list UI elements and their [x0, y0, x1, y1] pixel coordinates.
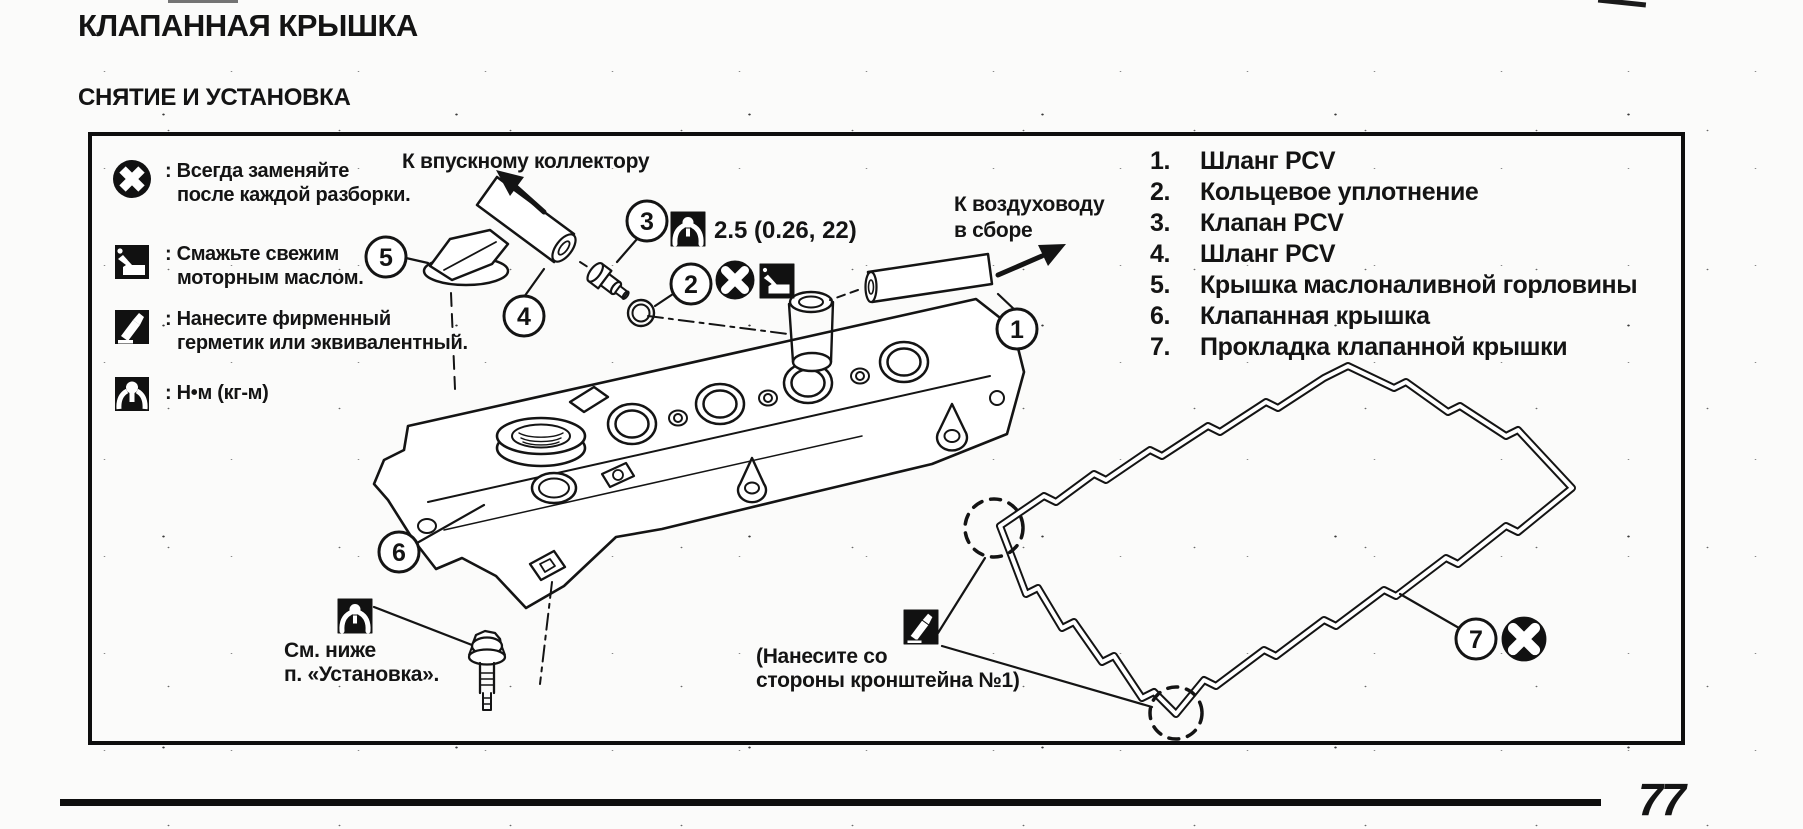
sealant-icon: [903, 609, 939, 645]
callout-number: 3: [640, 208, 654, 236]
torque-icon: [338, 599, 372, 633]
pcv-valve-drawing: [586, 261, 630, 300]
oil-icon: [759, 263, 795, 299]
legend-text: : Н•м (кг-м): [165, 381, 269, 414]
part-label: Шланг PCV: [1200, 147, 1336, 175]
legend-text: : Нанесите фирменный герметик или эквива…: [165, 307, 468, 355]
bolt-drawing: [467, 629, 507, 711]
pcv-hose-4-drawing: [475, 175, 595, 272]
bracket-tab: [568, 385, 610, 414]
pcv-hose-1-drawing: [829, 252, 994, 304]
part-label: Клапанная крышка: [1200, 302, 1430, 330]
callout-7: 7: [1454, 617, 1498, 661]
sealant-point-circle: [1148, 685, 1204, 741]
callout-6: 6: [377, 530, 421, 574]
filler-neck: [495, 416, 587, 468]
replace-icon: [716, 261, 754, 299]
torque-value: 2.5 (0.26, 22): [714, 217, 857, 244]
legend-line: : Смажьте свежим: [165, 243, 339, 265]
assembly-axis-line: [647, 315, 789, 335]
o-ring-drawing: [626, 298, 656, 328]
legend-text: : Смажьте свежим моторным маслом.: [165, 242, 364, 290]
part-row: 2. Кольцевое уплотнение: [1150, 177, 1637, 208]
see-below-label-2: п. «Установка».: [284, 663, 439, 686]
torque-icon: [671, 212, 705, 246]
scan-artifact: [168, 0, 238, 3]
legend-text: : Всегда заменяйте после каждой разборки…: [165, 159, 411, 207]
gasket-drawing: [996, 362, 1576, 718]
part-label: Клапан PCV: [1200, 209, 1344, 237]
part-number: 3.: [1150, 209, 1171, 237]
assembly-dash-line: [450, 292, 456, 390]
legend-item-torque: : Н•м (кг-м): [112, 374, 269, 414]
legend-item-replace: : Всегда заменяйте после каждой разборки…: [112, 159, 411, 207]
to-intake-label: К впускному коллектору: [402, 150, 650, 173]
callout-3: 3: [625, 199, 669, 243]
bolt-bosses: [668, 367, 870, 427]
legend-line: герметик или эквивалентный.: [177, 332, 468, 354]
scan-artifact: [1597, 0, 1647, 8]
to-air-duct-label-1: К воздуховоду: [954, 193, 1105, 216]
diagram-frame: : Всегда заменяйте после каждой разборки…: [88, 132, 1685, 745]
legend-line: : Нанесите фирменный: [165, 308, 391, 330]
section-title: СНЯТИЕ И УСТАНОВКА: [78, 84, 351, 111]
apply-note-label-2: стороны кронштейна №1): [756, 669, 1020, 692]
part-number: 2.: [1150, 178, 1171, 206]
valve-cover-drawing: [372, 290, 1026, 610]
part-label: Кольцевое уплотнение: [1200, 178, 1479, 206]
callout-1: 1: [995, 307, 1039, 351]
callout-number: 4: [517, 303, 531, 331]
parts-list: 1. Шланг PCV 2. Кольцевое уплотнение 3. Кла…: [1150, 146, 1638, 363]
legend-line: : Всегда заменяйте: [165, 160, 350, 182]
replace-icon: [1502, 617, 1546, 661]
part-number: 5.: [1150, 271, 1171, 299]
legend-line: после каждой разборки.: [177, 184, 411, 206]
part-row: 1. Шланг PCV: [1150, 146, 1637, 177]
part-number: 7.: [1150, 333, 1171, 361]
part-row: 5. Крышка маслоналивной горловины: [1150, 270, 1638, 301]
sealant-point-circle: [963, 497, 1025, 559]
legend-line: моторным маслом.: [177, 267, 364, 289]
part-label: Прокладка клапанной крышки: [1200, 333, 1568, 361]
to-air-duct-label-2: в сборе: [954, 219, 1032, 242]
breather-elbow: [787, 290, 835, 373]
page-number: 77: [1638, 774, 1686, 825]
footer-rule: [60, 799, 1601, 806]
callout-2: 2: [669, 262, 713, 306]
callout-number: 6: [392, 539, 406, 567]
assembly-dash-line: [539, 581, 553, 685]
page-title: КЛАПАННАЯ КРЫШКА: [78, 8, 418, 43]
legend-item-oil: : Смажьте свежим моторным маслом.: [112, 242, 364, 290]
part-number: 4.: [1150, 240, 1171, 268]
callout-number: 1: [1010, 316, 1024, 344]
callout-4: 4: [502, 294, 546, 338]
exploded-view-drawing: 1 2 3 4 5 6 7 К впускному коллектору К в…: [284, 150, 1576, 741]
part-row: 4. Шланг PCV: [1150, 239, 1637, 270]
part-number: 1.: [1150, 147, 1171, 175]
legend-item-sealant: : Нанесите фирменный герметик или эквива…: [112, 307, 468, 355]
to-air-duct-arrow: [995, 244, 1066, 278]
part-row: 3. Клапан PCV: [1150, 208, 1637, 239]
apply-note-label-1: (Нанесите со: [756, 645, 887, 668]
callout-5: 5: [364, 235, 408, 279]
oil-cap-drawing: [422, 228, 510, 390]
callout-number: 7: [1469, 626, 1483, 654]
spark-plug-rings: [606, 340, 930, 446]
part-label: Крышка маслоналивной горловины: [1200, 271, 1638, 299]
legend-line: : Н•м (кг-м): [165, 382, 269, 404]
part-row: 7. Прокладка клапанной крышки: [1150, 332, 1637, 363]
callout-number: 5: [379, 244, 393, 272]
see-below-label-1: См. ниже: [284, 639, 376, 662]
part-row: 6. Клапанная крышка: [1150, 301, 1637, 332]
to-intake-arrow: [496, 170, 547, 215]
callout-number: 2: [684, 271, 698, 299]
part-number: 6.: [1150, 302, 1171, 330]
part-label: Шланг PCV: [1200, 240, 1336, 268]
